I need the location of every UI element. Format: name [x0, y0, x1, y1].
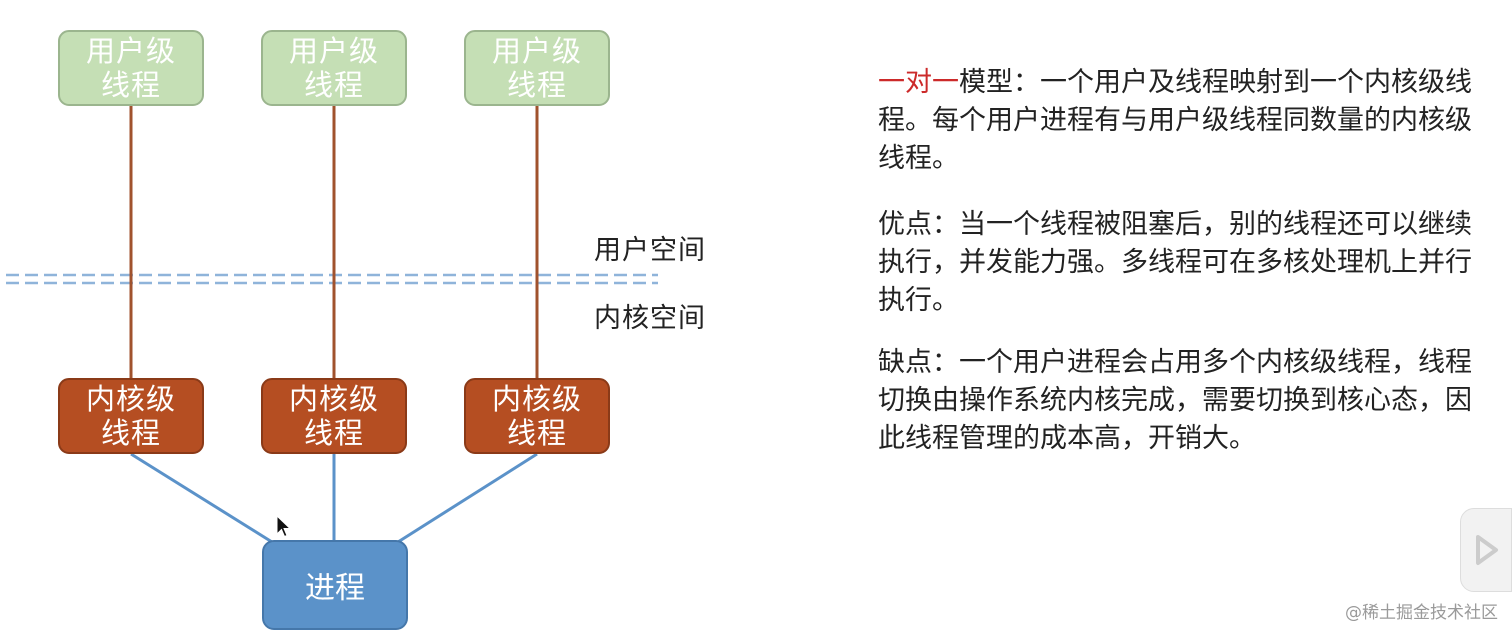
- advantages-text: 优点：当一个线程被阻塞后，别的线程还可以继续执行，并发能力强。多线程可在多核处理…: [878, 209, 1472, 316]
- model-name-highlight: 一对一: [878, 67, 959, 98]
- user-thread-box-2: 用户级 线程: [261, 30, 407, 106]
- kernel-thread-box-1: 内核级 线程: [58, 378, 204, 454]
- model-definition: 一对一模型：一个用户及线程映射到一个内核级线程。每个用户进程有与用户级线程同数量…: [878, 64, 1498, 178]
- play-icon: [1476, 535, 1498, 565]
- process-link-3: [397, 452, 538, 544]
- user-thread-box-1: 用户级 线程: [58, 30, 204, 106]
- model-definition-text: 模型：一个用户及线程映射到一个内核级线程。每个用户进程有与用户级线程同数量的内核…: [878, 67, 1472, 174]
- user-space-label: 用户空间: [594, 235, 706, 266]
- process-link-1: [130, 452, 273, 544]
- kernel-space-label: 内核空间: [594, 303, 706, 334]
- model-description: 一对一模型：一个用户及线程映射到一个内核级线程。每个用户进程有与用户级线程同数量…: [878, 64, 1498, 482]
- disadvantages-text: 缺点：一个用户进程会占用多个内核级线程，线程切换由操作系统内核完成，需要切换到核…: [878, 347, 1472, 454]
- process-box: 进程: [262, 540, 408, 630]
- kernel-thread-box-3: 内核级 线程: [464, 378, 610, 454]
- kernel-thread-box-2: 内核级 线程: [261, 378, 407, 454]
- thread-model-diagram: [6, 106, 658, 544]
- user-thread-box-3: 用户级 线程: [464, 30, 610, 106]
- mouse-cursor-icon: [276, 515, 292, 538]
- user-kernel-boundary: [6, 273, 658, 285]
- watermark: @稀土掘金技术社区: [1345, 603, 1498, 623]
- play-button[interactable]: [1460, 508, 1512, 592]
